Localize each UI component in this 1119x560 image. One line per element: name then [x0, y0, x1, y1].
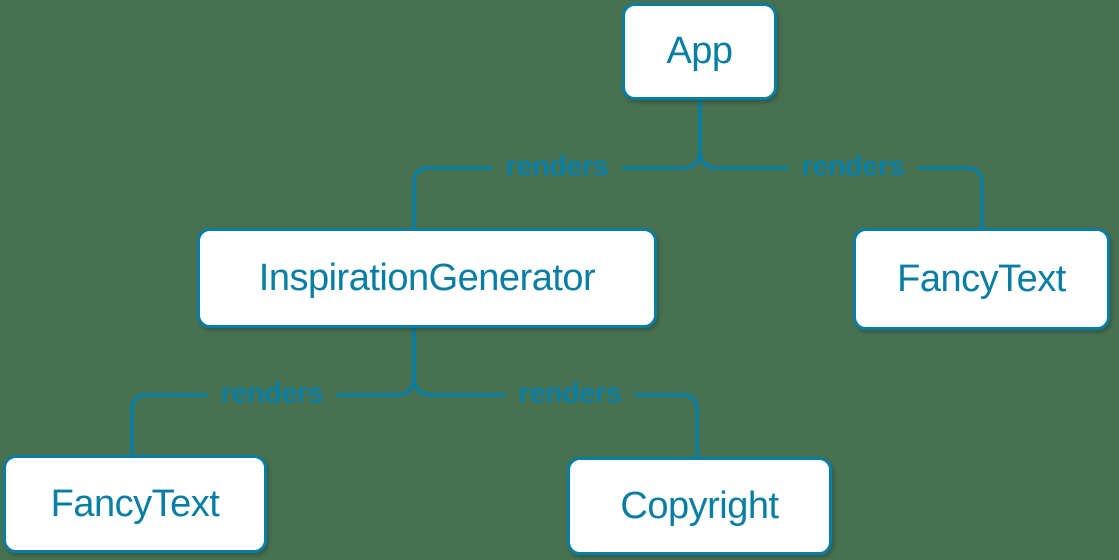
edge-label-renders-app-inspirationgenerator: renders	[492, 150, 622, 184]
edge-label-renders-app-fancytext: renders	[788, 150, 918, 184]
node-fancy-text-top-label: FancyText	[897, 257, 1066, 300]
node-copyright: Copyright	[567, 457, 832, 555]
node-fancy-text-bottom: FancyText	[3, 455, 267, 553]
node-app: App	[622, 3, 777, 100]
edge-label-renders-inspirationgenerator-copyright: renders	[505, 377, 635, 411]
node-app-label: App	[666, 30, 733, 72]
node-fancy-text-top: FancyText	[853, 228, 1110, 330]
node-fancy-text-bottom-label: FancyText	[50, 482, 220, 525]
node-copyright-label: Copyright	[620, 484, 779, 527]
node-inspiration-generator: InspirationGenerator	[197, 228, 657, 328]
node-inspiration-generator-label: InspirationGenerator	[258, 256, 596, 299]
edge-label-renders-inspirationgenerator-fancytext: renders	[207, 377, 337, 411]
